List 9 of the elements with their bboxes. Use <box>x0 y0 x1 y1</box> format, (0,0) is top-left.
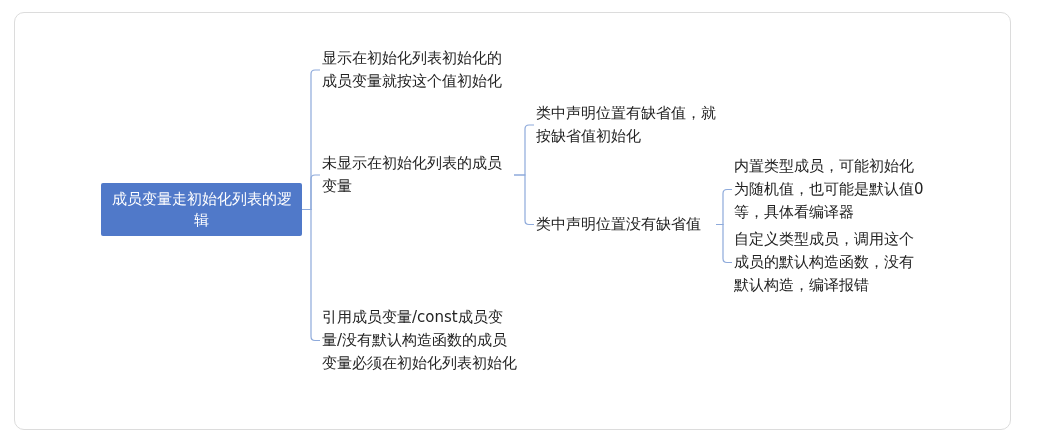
root-topic-box: 成员变量走初始化列表的逻辑 <box>101 183 302 236</box>
connector-line <box>301 208 321 342</box>
topic-text: 自定义类型成员，调用这个成员的默认构造函数，没有默认构造，编译报错 <box>734 228 926 297</box>
topic-text: 类中声明位置有缺省值，就按缺省值初始化 <box>536 102 726 148</box>
topic-text: 类中声明位置没有缺省值 <box>536 213 716 236</box>
topic-text: 内置类型成员，可能初始化为随机值，也可能是默认值0等，具体看编译器 <box>734 155 926 224</box>
topic-text: 引用成员变量/const成员变量/没有默认构造函数的成员变量必须在初始化列表初始化 <box>322 306 522 375</box>
topic-text: 未显示在初始化列表的成员变量 <box>322 152 514 198</box>
topic-text: 显示在初始化列表初始化的成员变量就按这个值初始化 <box>322 47 514 93</box>
